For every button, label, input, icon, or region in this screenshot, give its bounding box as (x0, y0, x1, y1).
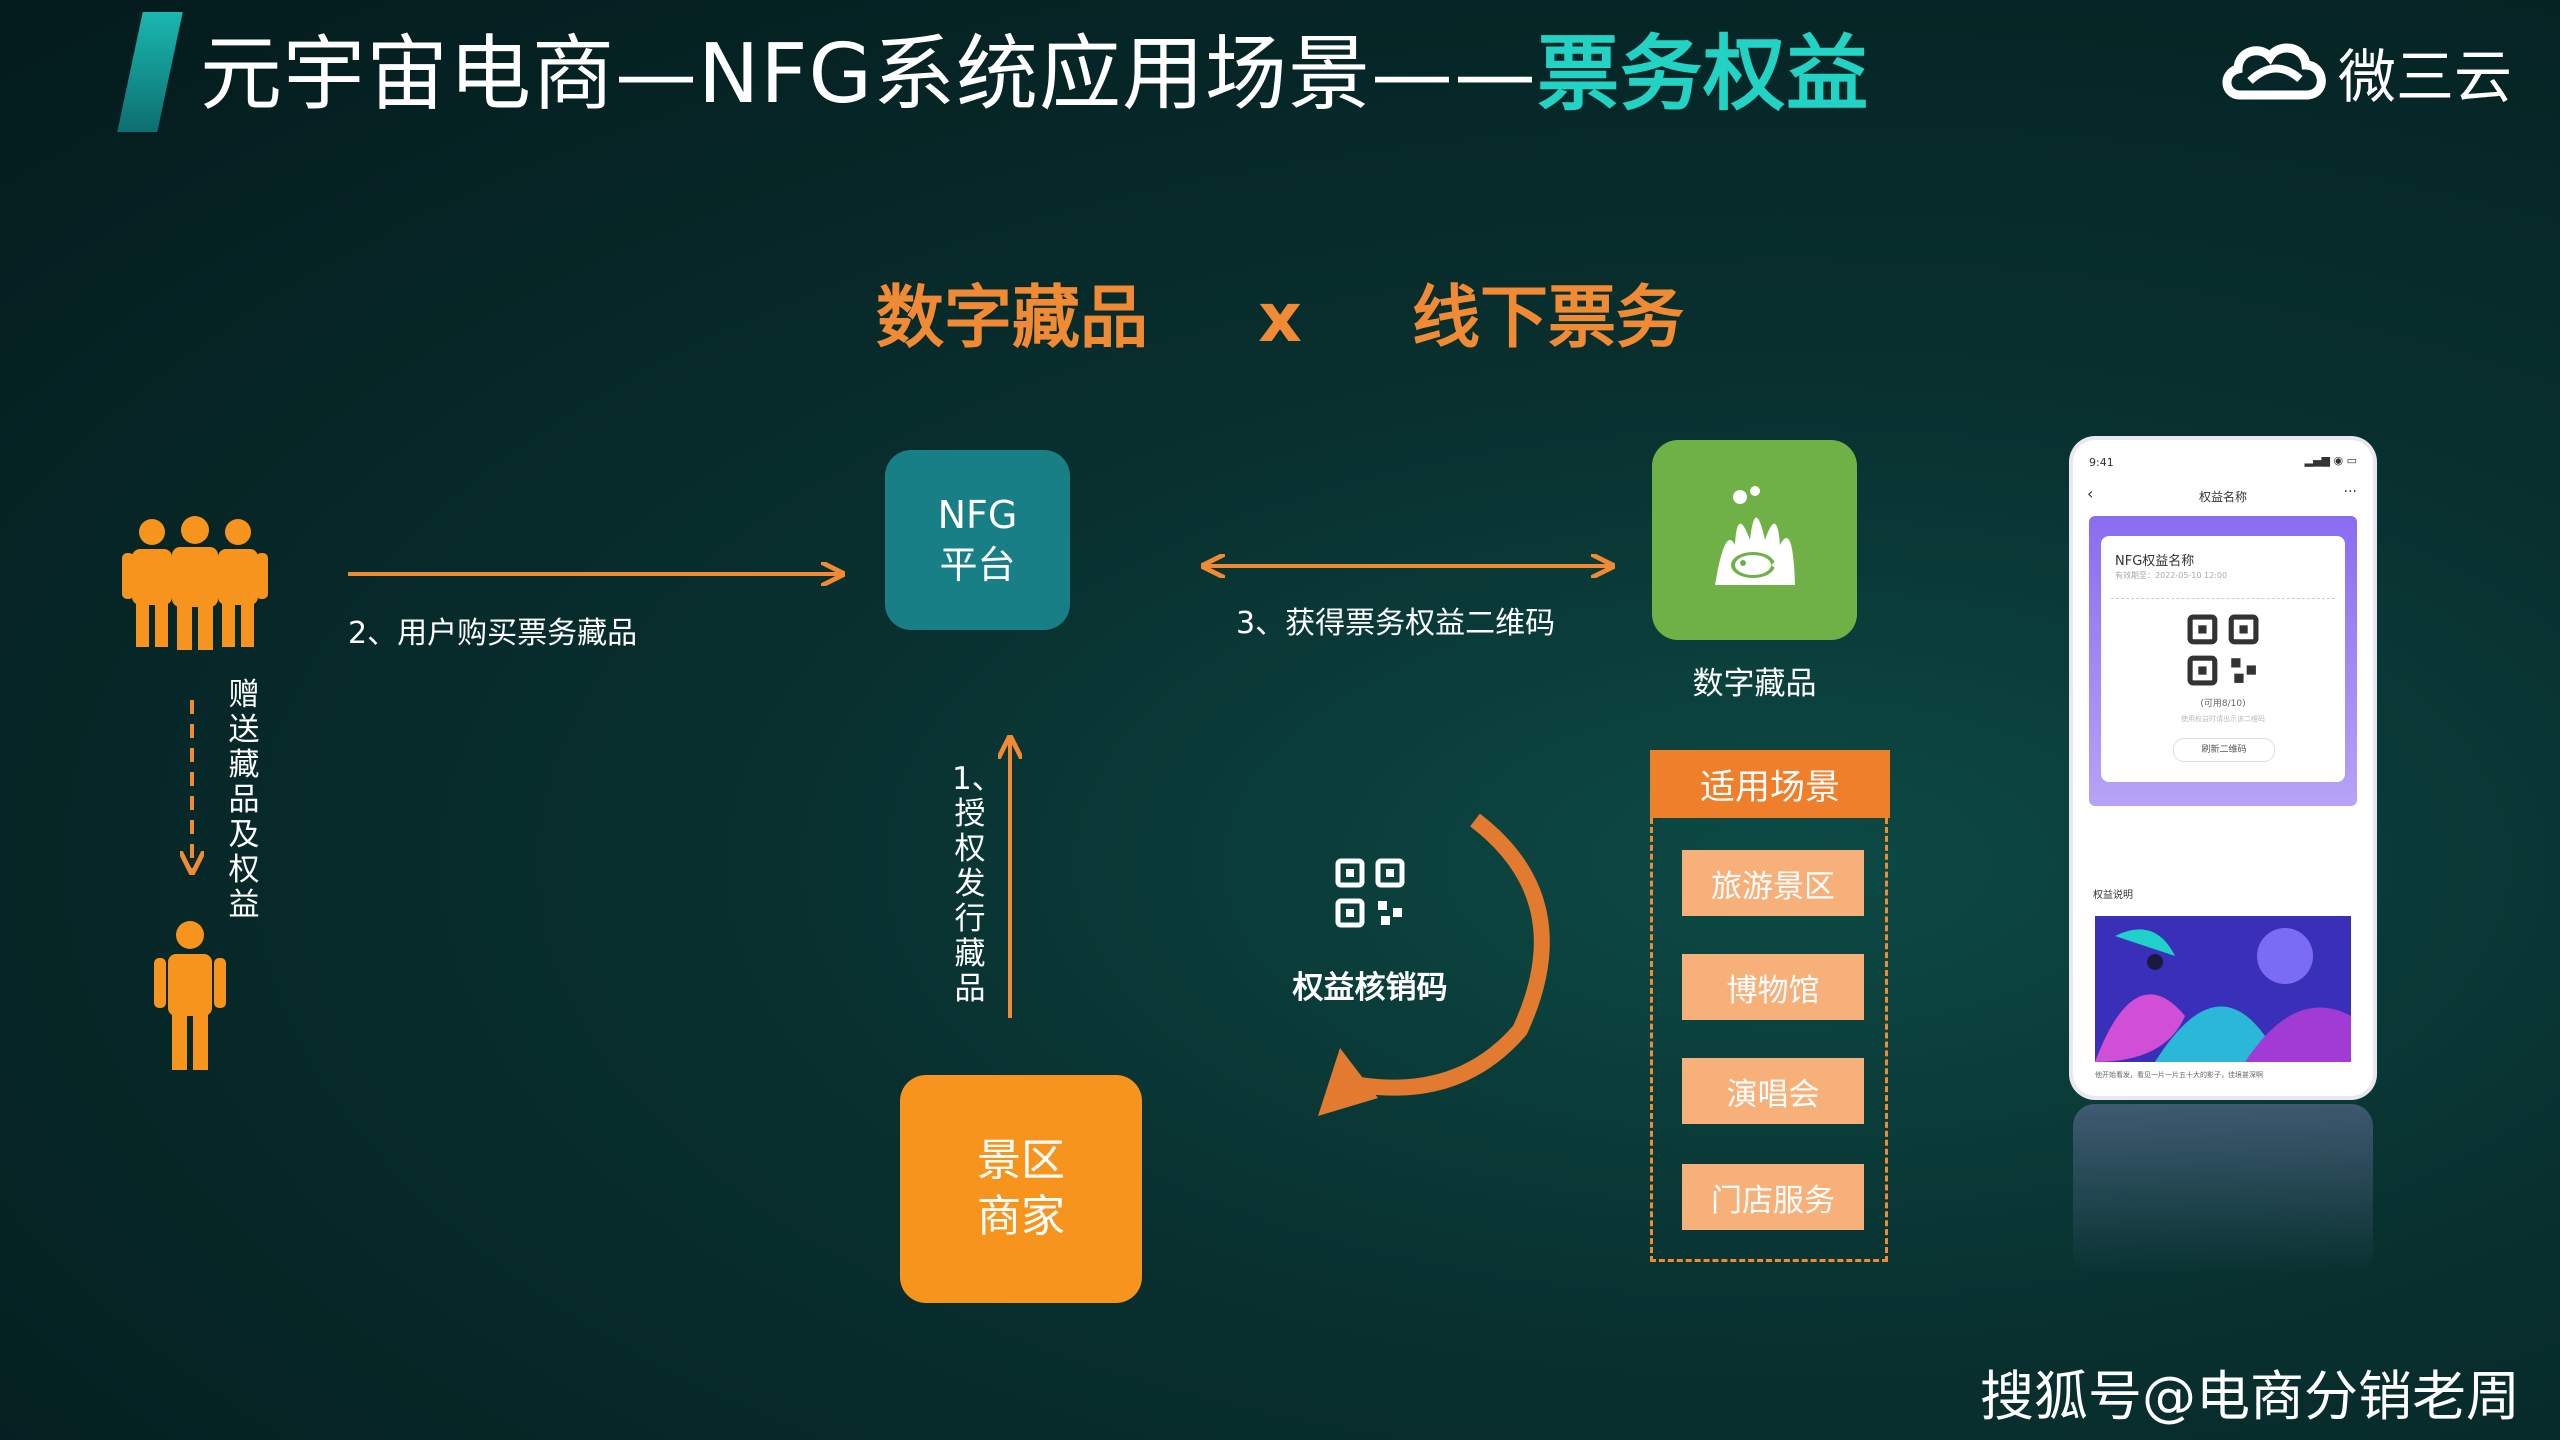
scene-frame (1650, 818, 1888, 1262)
phone-mockup: 9:41 ▂▄▆ ◉ ▭ ‹ 权益名称 ··· NFG权益名称 有效期至：202… (2073, 440, 2373, 1096)
jungle-artwork (2095, 916, 2351, 1062)
page-title: 元宇宙电商—NFG系统应用场景——票务权益 (200, 20, 1869, 130)
phone-qr-icon (2187, 614, 2259, 686)
phone-time: 9:41 (2089, 456, 2114, 469)
digital-collectible-node (1652, 440, 1857, 640)
subtitle: 数字藏品 x 线下票务 (0, 262, 2560, 361)
label-gift: 赠送藏品及权益 (228, 677, 260, 923)
label-step3: 3、获得票务权益二维码 (1236, 606, 1556, 641)
card-valid: 有效期至：2022-05-10 12:00 (2115, 571, 2228, 580)
card-hint: 使用权益时请出示该二维码 (2181, 715, 2265, 723)
label-step2: 2、用户购买票务藏品 (348, 616, 638, 651)
arrow-verify-curve (1358, 813, 1550, 1096)
phone-desc: 他开始看发，看见一片一片五十大的影子，佳境甚深啊 (2095, 1071, 2263, 1079)
phone-nav-title: 权益名称 (2198, 490, 2247, 504)
title-highlight: 票务权益 (1537, 27, 1870, 122)
nfg-line1: NFG (937, 493, 1018, 537)
user-icon (154, 921, 226, 1070)
qr-label: 权益核销码 (1292, 970, 1448, 1006)
subtitle-x: x (1258, 279, 1302, 358)
merchant-node: 景区 商家 (900, 1075, 1142, 1303)
scene-item-concert: 演唱会 (1682, 1058, 1864, 1124)
nfg-platform-node: NFG 平台 (885, 450, 1070, 630)
logo-text: 微三云 (2337, 43, 2512, 111)
rights-card: NFG权益名称 有效期至：2022-05-10 12:00 (可用8/10) 使… (2101, 536, 2345, 782)
phone-section-title: 权益说明 (2093, 890, 2133, 901)
subtitle-right: 线下票务 (1411, 279, 1684, 358)
card-title: NFG权益名称 (2115, 554, 2195, 569)
coral-fish-icon (1714, 486, 1795, 585)
nfg-line2: 平台 (939, 543, 1016, 587)
scene-item-tourism: 旅游景区 (1682, 850, 1864, 916)
more-icon[interactable]: ··· (2343, 484, 2357, 500)
title-main: 元宇宙电商—NFG系统应用场景—— (200, 27, 1538, 122)
merchant-line2: 商家 (977, 1191, 1065, 1242)
arrow-verify-head (1318, 1048, 1378, 1116)
card-usage: (可用8/10) (2200, 699, 2246, 709)
scene-header: 适用场景 (1650, 750, 1890, 818)
watermark: 搜狐号@电商分销老周 (1980, 1365, 2520, 1428)
refresh-qr-button[interactable]: 刷新二维码 (2173, 738, 2275, 762)
subtitle-left: 数字藏品 (876, 279, 1149, 358)
label-step1: 1、授权发行藏品 (952, 761, 1003, 1007)
digital-collectible-label: 数字藏品 (1692, 666, 1817, 702)
cloud-logo-icon (2222, 43, 2326, 100)
scene-item-store: 门店服务 (1682, 1164, 1864, 1230)
brand-logo: 微三云 (2220, 30, 2512, 114)
back-chevron-icon[interactable]: ‹ (2087, 484, 2094, 503)
qr-code-icon (1335, 858, 1405, 928)
merchant-line1: 景区 (977, 1135, 1065, 1186)
signal-battery-icon: ▂▄▆ ◉ ▭ (2304, 454, 2357, 467)
phone-reflection (2073, 1104, 2373, 1274)
users-group-icon (122, 516, 268, 650)
scene-item-museum: 博物馆 (1682, 954, 1864, 1020)
